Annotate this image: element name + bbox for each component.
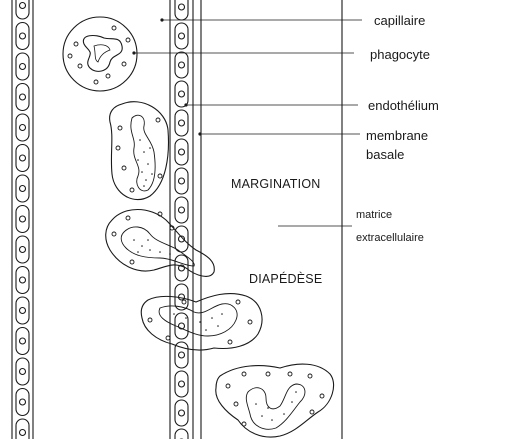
endothelial-nucleus [18, 32, 27, 40]
endothelial-cell [15, 82, 30, 112]
endothelial-nucleus [177, 61, 186, 69]
endothelial-cell [174, 196, 189, 224]
endothelial-cell [15, 52, 30, 81]
label-capillaire: capillaire [374, 13, 426, 28]
endothelial-nucleus [177, 119, 186, 127]
label-basale: basale [366, 147, 405, 162]
endothelial-cell [174, 109, 189, 137]
endothelial-cell [15, 418, 30, 439]
endothelial-cell [174, 254, 189, 282]
endothelial-cell [15, 174, 30, 203]
right-endothelial-cells [174, 0, 189, 439]
left-endothelial-cells [15, 0, 30, 439]
endothelial-cell [15, 296, 30, 325]
endothelial-nucleus [177, 90, 186, 98]
endothelial-nucleus [177, 322, 186, 330]
endothelial-nucleus [177, 264, 186, 272]
label-matrice: matrice [356, 209, 393, 221]
phagocyte-in-matrix [215, 363, 335, 438]
endothelial-nucleus [177, 380, 186, 388]
endothelial-nucleus [18, 215, 27, 223]
endothelial-cell [15, 235, 30, 264]
endothelial-cell [174, 138, 189, 166]
endothelial-nucleus [18, 276, 27, 284]
endothelial-nucleus [18, 428, 27, 437]
label-membrane: membrane [366, 128, 429, 143]
endothelial-cell [174, 399, 189, 427]
endothelial-cell [15, 21, 30, 51]
endothelial-nucleus [177, 235, 186, 243]
endothelial-cell [15, 143, 30, 173]
endothelial-nucleus [18, 306, 27, 315]
endothelial-nucleus [177, 351, 186, 359]
endothelial-nucleus [18, 367, 27, 376]
endothelial-cell [174, 167, 189, 195]
endothelial-nucleus [177, 409, 186, 417]
endothelial-cell [174, 80, 189, 108]
label-extracellulaire: extracellulaire [356, 232, 424, 244]
endothelial-cell [15, 387, 30, 417]
label-endothelium: endothélium [368, 98, 439, 113]
endothelial-nucleus [18, 337, 27, 345]
endothelial-cell [174, 51, 189, 79]
endothelial-nucleus [177, 32, 186, 40]
endothelial-nucleus [177, 206, 186, 214]
label-phagocyte: phagocyte [370, 47, 430, 62]
endothelial-cell [174, 370, 189, 398]
endothelial-nucleus [18, 398, 27, 406]
endothelial-nucleus [177, 148, 186, 156]
label-diapedese: DIAPÉDÈSE [249, 272, 323, 286]
endothelial-nucleus [18, 154, 27, 162]
endothelial-nucleus [18, 184, 27, 193]
endothelial-cell [15, 0, 30, 20]
endothelial-nucleus [177, 177, 186, 185]
endothelial-nucleus [18, 93, 27, 101]
endothelial-cell [15, 326, 30, 356]
endothelial-nucleus [177, 3, 186, 11]
endothelial-nucleus [18, 62, 27, 71]
endothelial-cell [15, 265, 30, 295]
endothelial-nucleus [18, 245, 27, 254]
phagocyte-crossing-membrane [140, 293, 263, 351]
phagocyte-round [62, 16, 138, 92]
endothelial-nucleus [18, 1, 27, 10]
endothelial-cell [15, 204, 30, 234]
endothelial-cell [15, 357, 30, 386]
endothelial-cell [15, 113, 30, 142]
endothelial-cell [174, 341, 189, 369]
endothelial-nucleus [18, 123, 27, 132]
phagocyte-entering-wall [105, 209, 215, 277]
phagocyte-marginating [109, 101, 169, 201]
label-margination: MARGINATION [231, 177, 321, 191]
endothelial-cell [174, 225, 189, 253]
endothelial-cell [174, 428, 189, 439]
endothelial-cell [174, 22, 189, 50]
